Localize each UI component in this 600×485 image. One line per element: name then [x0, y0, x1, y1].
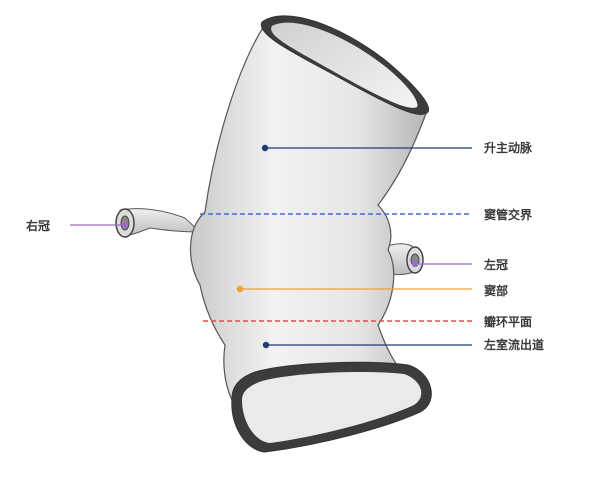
leader-left-coronary-dot	[411, 260, 419, 268]
label-sinotubular-junction: 窦管交界	[484, 208, 533, 222]
right-coronary-branch	[119, 208, 202, 237]
leader-right-coronary-dot	[121, 221, 129, 229]
leader-ascending-aorta-dot	[261, 144, 269, 152]
label-right-coronary: 右冠	[26, 219, 51, 233]
leader-sinus-dot	[236, 285, 244, 293]
label-left-coronary: 左冠	[484, 258, 509, 272]
label-lvot: 左室流出道	[484, 338, 545, 352]
label-ascending-aorta: 升主动脉	[484, 141, 533, 155]
label-sinus: 窦部	[484, 284, 509, 298]
leader-lvot-dot	[262, 341, 270, 349]
leader-lines	[70, 144, 472, 349]
label-annulus-plane: 瓣环平面	[484, 315, 533, 329]
